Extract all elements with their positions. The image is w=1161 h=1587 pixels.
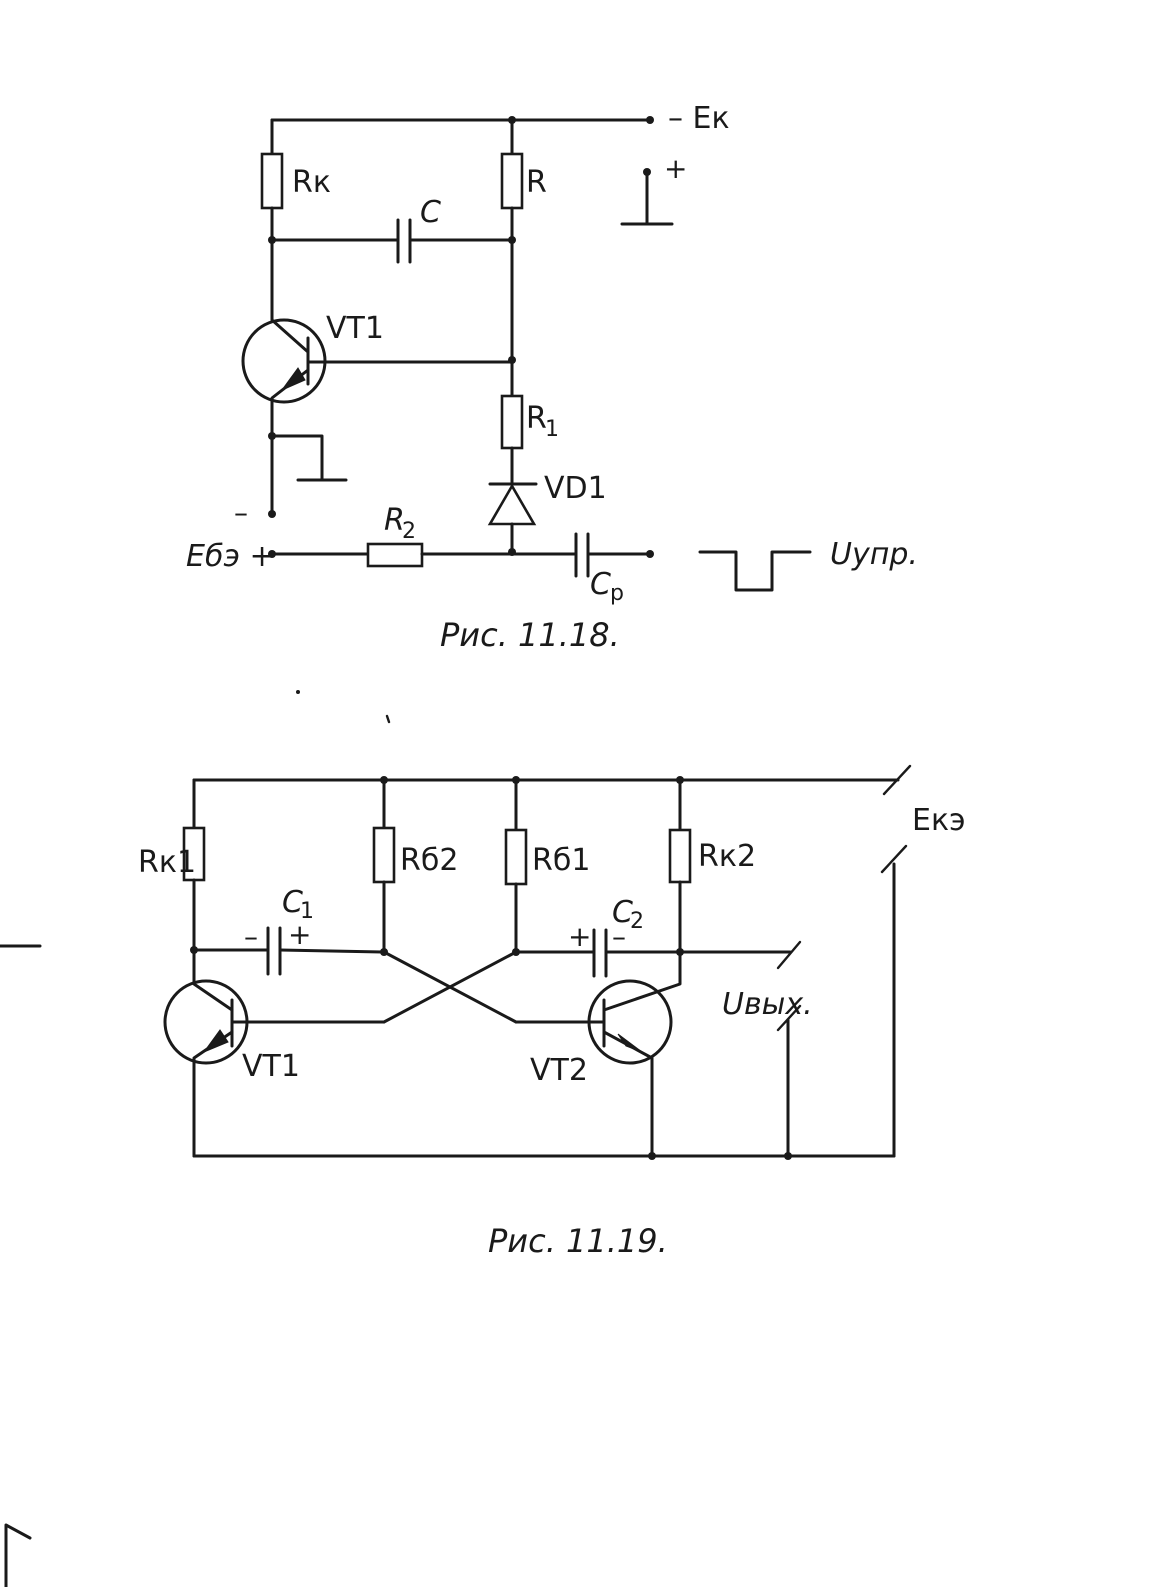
wire bbox=[278, 948, 386, 954]
terminal bbox=[268, 510, 276, 518]
vt2-emitter-wire bbox=[602, 1030, 654, 1158]
capacitor-c1 bbox=[266, 926, 282, 976]
resistor-rb1 bbox=[504, 828, 528, 886]
cp-subscript: p bbox=[610, 581, 624, 606]
r2-label: R bbox=[384, 503, 405, 538]
capacitor-c bbox=[396, 218, 412, 264]
resistor-rb2 bbox=[372, 826, 396, 884]
u-out-label: Uвых. bbox=[722, 987, 813, 1022]
vt1-collector-wire bbox=[192, 948, 234, 1012]
vt1-label: VT1 bbox=[242, 1049, 300, 1084]
vd1-label: VD1 bbox=[544, 471, 607, 506]
rb1-label: Rб1 bbox=[532, 843, 590, 878]
eke-label: Eкэ bbox=[912, 803, 966, 838]
stray-mark bbox=[385, 714, 391, 724]
resistor-r2 bbox=[366, 542, 424, 568]
terminal-slash bbox=[776, 1004, 802, 1032]
r2-subscript: 2 bbox=[402, 519, 416, 544]
rk1-label: Rк1 bbox=[138, 845, 196, 880]
c2-label: C bbox=[612, 895, 633, 930]
c-label: C bbox=[420, 195, 441, 230]
plus-label: + bbox=[664, 152, 687, 185]
supply-label: – Eк bbox=[668, 101, 730, 136]
resistor-rk2 bbox=[668, 828, 692, 884]
vt1-emitter-arrow bbox=[202, 1029, 229, 1054]
ground-wire bbox=[270, 434, 348, 482]
terminal-slash bbox=[882, 764, 912, 796]
plus-terminal-wire bbox=[620, 170, 674, 226]
terminal-slash bbox=[880, 844, 908, 874]
cross-wire bbox=[382, 950, 518, 1024]
terminal bbox=[646, 550, 654, 558]
terminal-slash bbox=[776, 940, 802, 970]
r1-subscript: 1 bbox=[545, 417, 559, 442]
rb2-label: Rб2 bbox=[400, 843, 458, 878]
rk-label: Rк bbox=[292, 165, 331, 200]
ebe-label: Eбэ + bbox=[186, 539, 275, 574]
r1-label: R bbox=[526, 401, 547, 436]
c1-minus: – bbox=[244, 920, 258, 953]
vt1-emitter-wire bbox=[270, 368, 310, 516]
vt2-collector-wire bbox=[602, 950, 682, 1012]
resistor-rk bbox=[260, 152, 284, 210]
vt1-emitter-wire bbox=[192, 1030, 234, 1158]
c2-subscript: 2 bbox=[630, 909, 644, 934]
terminal bbox=[646, 116, 654, 124]
vt1-label: VT1 bbox=[326, 311, 384, 346]
c1-subscript: 1 bbox=[300, 899, 314, 924]
minus-label: – bbox=[234, 496, 248, 529]
r-label: R bbox=[526, 165, 547, 200]
c2-plus: + bbox=[568, 920, 591, 953]
vt1-collector-wire bbox=[270, 238, 310, 354]
cp-label: C bbox=[590, 567, 611, 602]
c1-plus: + bbox=[288, 918, 311, 951]
vt2-label: VT2 bbox=[530, 1053, 588, 1088]
resistor-r bbox=[500, 152, 524, 210]
node bbox=[648, 1152, 656, 1160]
vt1-emitter-arrow bbox=[280, 367, 306, 392]
c2-minus: – bbox=[612, 920, 626, 953]
stray-mark bbox=[4, 1523, 32, 1587]
stray-mark bbox=[296, 690, 300, 694]
control-pulse-waveform bbox=[698, 550, 812, 592]
figure-caption: Рис. 11.19. bbox=[488, 1222, 668, 1260]
u-ctrl-label: Uупр. bbox=[830, 537, 918, 572]
diode-vd1-triangle bbox=[487, 483, 537, 526]
rk2-label: Rк2 bbox=[698, 839, 756, 874]
figure-caption: Рис. 11.18. bbox=[440, 616, 620, 654]
c1-label: C bbox=[282, 885, 303, 920]
figure-11-19: Rк1 Rб2 Rб1 Rк2 C 1 – + C 2 bbox=[138, 764, 966, 1260]
figure-11-18: – Eк + Rк C R VT1 – bbox=[186, 101, 918, 654]
capacitor-cp bbox=[574, 532, 590, 578]
capacitor-c2 bbox=[592, 928, 608, 978]
vt2-emitter-arrow bbox=[617, 1033, 643, 1053]
resistor-r1 bbox=[500, 394, 524, 450]
